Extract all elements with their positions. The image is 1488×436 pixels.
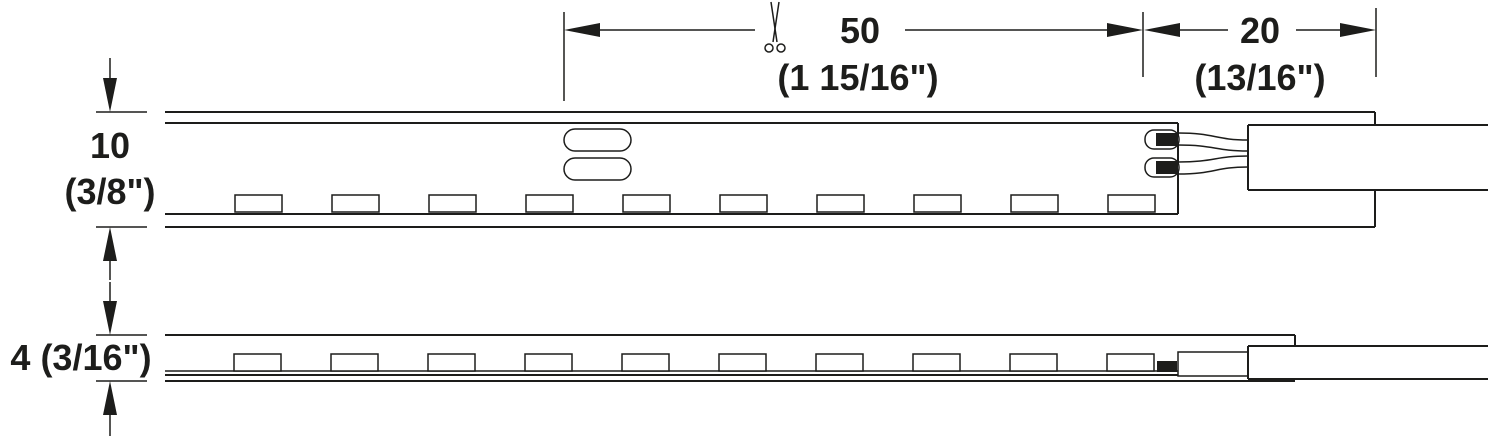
led-chip: [428, 194, 477, 213]
arrowhead: [103, 78, 117, 112]
side-view: [165, 334, 1488, 382]
led-chip-side: [815, 353, 864, 372]
led-chip-side: [912, 353, 961, 372]
led-chip-side: [330, 353, 379, 372]
solder-pad: [563, 128, 632, 152]
led-chip: [525, 194, 574, 213]
arrowhead: [1107, 23, 1143, 37]
led-chip-side: [233, 353, 282, 372]
side-connector: [1177, 351, 1249, 377]
strip-width-imperial: (3/8"): [64, 171, 155, 212]
arrowhead: [103, 227, 117, 261]
wire: [1177, 166, 1249, 175]
arrowhead: [1340, 23, 1376, 37]
connector-length-metric: 20: [1240, 10, 1280, 51]
segment-length-metric: 50: [840, 10, 880, 51]
segment-length-imperial: (1 15/16"): [777, 57, 938, 98]
dimension-height: 4 (3/16"): [10, 282, 152, 436]
led-chip: [1107, 194, 1156, 213]
strip-width-metric: 10: [90, 125, 130, 166]
led-chip: [913, 194, 962, 213]
led-chip-side: [718, 353, 767, 372]
led-row-top: [234, 194, 1156, 213]
connector-contact: [1156, 133, 1178, 146]
scissors-icon: [764, 1, 786, 53]
side-connector-contact: [1157, 361, 1177, 372]
led-chip-side: [427, 353, 476, 372]
led-chip: [234, 194, 283, 213]
wire: [1177, 144, 1249, 152]
led-chip-side: [524, 353, 573, 372]
led-chip: [622, 194, 671, 213]
led-chip-side: [621, 353, 670, 372]
arrowhead: [103, 301, 117, 335]
connector-length-imperial: (13/16"): [1194, 57, 1325, 98]
strip-height-label: 4 (3/16"): [10, 337, 151, 378]
wire: [1177, 132, 1249, 141]
led-chip-side: [1009, 353, 1058, 372]
led-chip: [816, 194, 865, 213]
wire: [1177, 155, 1249, 163]
connector-contact: [1156, 161, 1178, 174]
led-chip: [331, 194, 380, 213]
arrowhead: [1144, 23, 1180, 37]
top-view: [165, 111, 1488, 228]
led-chip: [1010, 194, 1059, 213]
solder-pad: [563, 157, 632, 181]
dimension-length: 50 (1 15/16") 20 (13/16"): [563, 1, 1377, 101]
led-row-side: [233, 353, 1155, 372]
led-chip: [719, 194, 768, 213]
arrowhead: [564, 23, 600, 37]
arrowhead: [103, 381, 117, 415]
dimension-width: 10 (3/8"): [64, 58, 156, 280]
led-chip-side: [1106, 353, 1155, 372]
